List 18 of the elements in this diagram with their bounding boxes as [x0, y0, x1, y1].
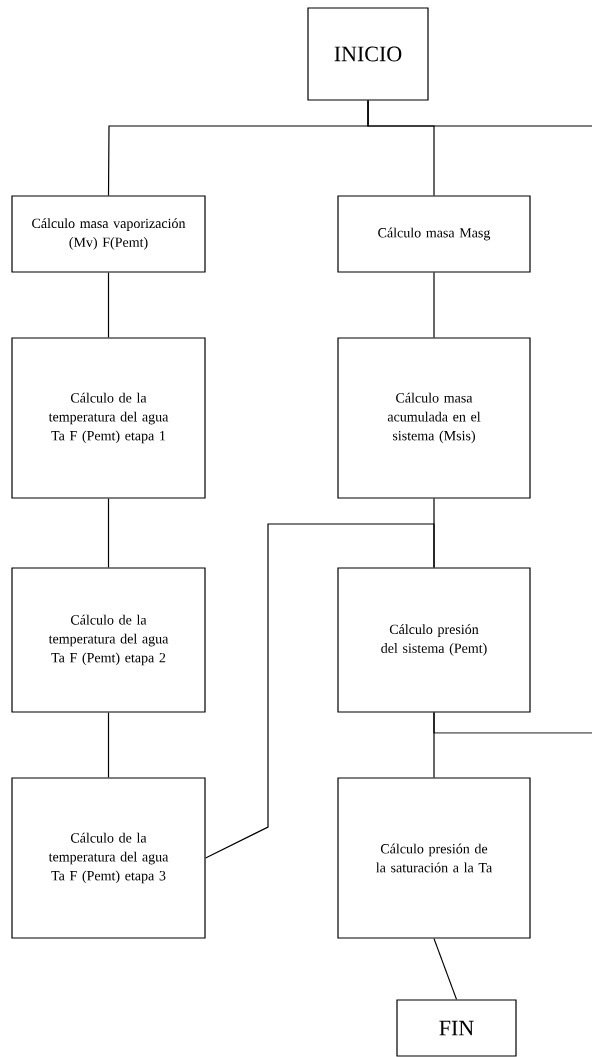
- process-box: Cálculo presión de la saturación a la Ta: [337, 777, 531, 939]
- process-box: Cálculo presión del sistema (Pemt): [337, 567, 531, 713]
- connector-line: [107, 712, 110, 778]
- process-box: Cálculo masa vaporización (Mv) F(Pemt): [11, 195, 206, 273]
- process-box: Cálculo masa Masg: [337, 195, 531, 273]
- connector-line: [205, 523, 435, 859]
- connector-line: [107, 272, 110, 338]
- process-box: Cálculo de la temperatura del agua Ta F (Pemt) etapa 2: [11, 567, 206, 713]
- connector-line: [433, 712, 592, 734]
- terminal-box: INICIO: [307, 7, 429, 101]
- connector-line: [107, 498, 110, 568]
- terminal-box: FIN: [396, 999, 517, 1057]
- process-box: Cálculo masa acumulada en el sistema (Msis): [337, 337, 531, 499]
- connector-line: [367, 100, 592, 127]
- process-box: Cálculo de la temperatura del agua Ta F (Pemt) etapa 3: [11, 777, 206, 939]
- process-box: Cálculo de la temperatura del agua Ta F (Pemt) etapa 1: [11, 337, 206, 499]
- connector-line: [433, 938, 458, 1000]
- connector-line: [433, 272, 435, 338]
